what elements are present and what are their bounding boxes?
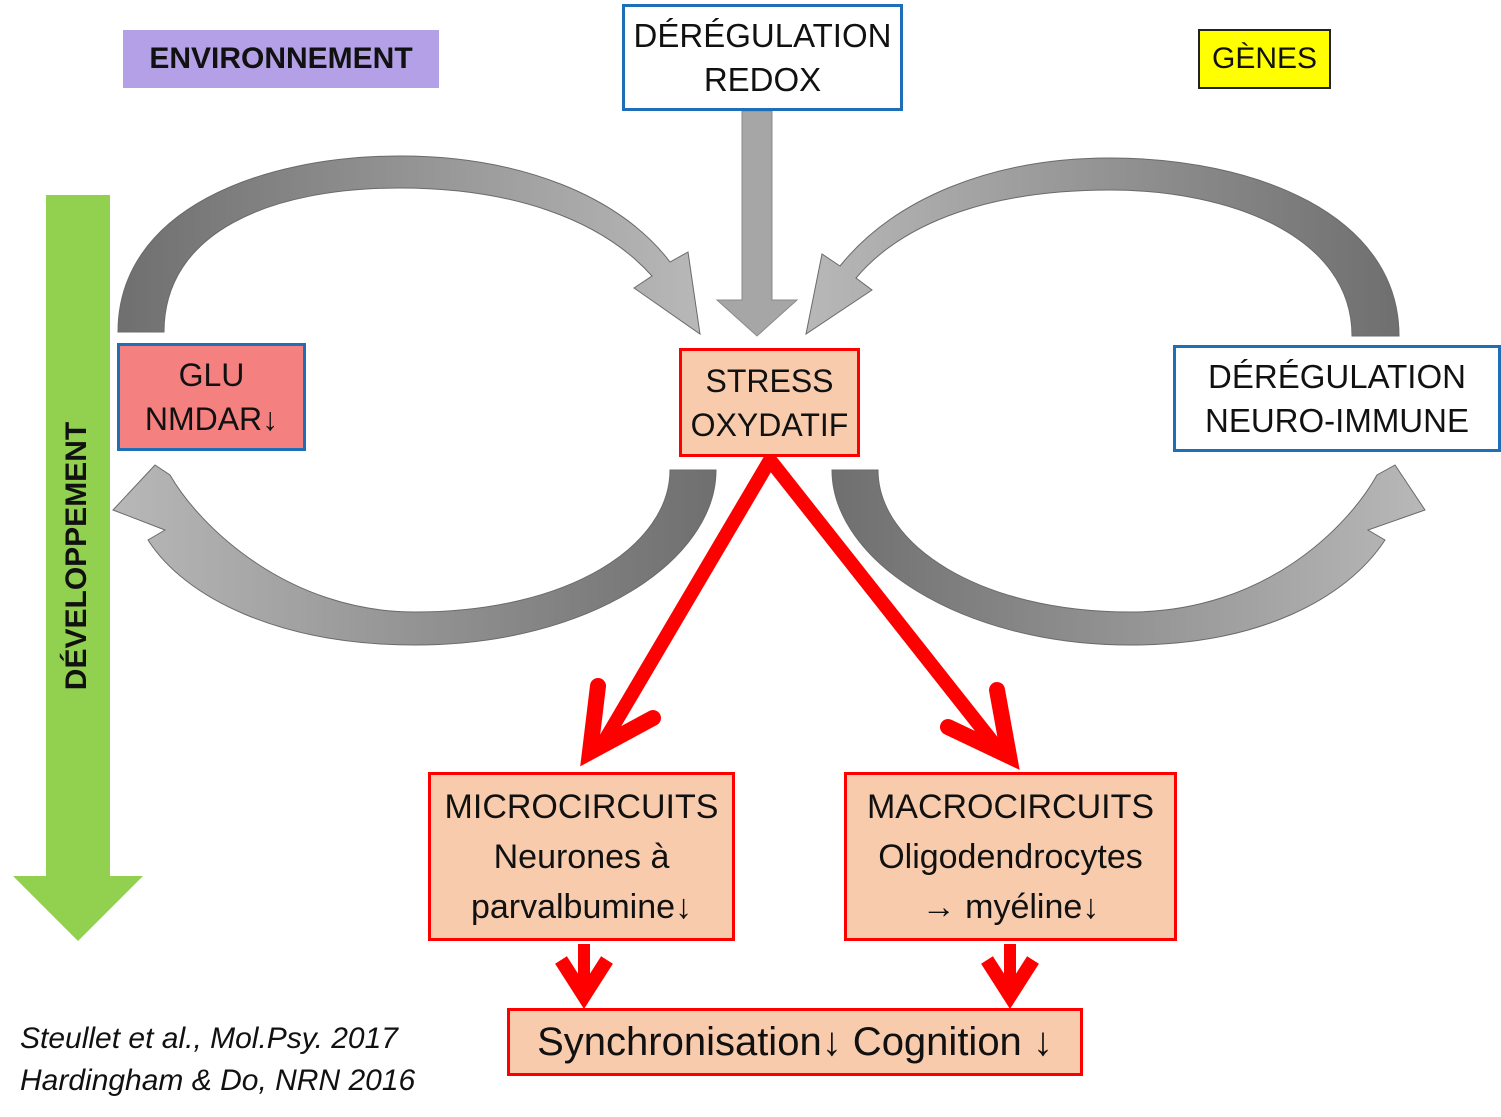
- synchro-text: Synchronisation↓ Cognition ↓: [537, 1019, 1053, 1064]
- glu-nmdar-box: GLU NMDAR↓: [117, 343, 306, 451]
- stress-to-micro-arrow-shaft: [598, 453, 777, 747]
- synchronisation-box: Synchronisation↓ Cognition ↓: [507, 1008, 1083, 1076]
- redox-to-stress-arrow: [715, 110, 799, 337]
- environnement-text: ENVIRONNEMENT: [149, 42, 413, 75]
- micro-line-2: Neurones à: [493, 837, 670, 876]
- macro-line-2: Oligodendrocytes: [878, 837, 1143, 876]
- neuro-immune-to-stress-arrow: [805, 157, 1400, 337]
- genes-label: GÈNES: [1198, 29, 1331, 89]
- micro-line-1: MICROCIRCUITS: [444, 787, 719, 826]
- stress-line-1: STRESS: [705, 362, 834, 399]
- stress-oxydatif-box: STRESS OXYDATIF: [679, 348, 860, 457]
- macro-to-synchro-arrowhead: [981, 956, 1039, 1010]
- stress-to-glu-arrow: [112, 464, 717, 646]
- references: Steullet et al., Mol.Psy. 2017 Hardingha…: [20, 1018, 415, 1102]
- reference-2: Hardingham & Do, NRN 2016: [20, 1064, 416, 1097]
- reference-1: Steullet et al., Mol.Psy. 2017: [20, 1022, 398, 1055]
- environnement-label: ENVIRONNEMENT: [123, 30, 439, 88]
- neuro-line-2: NEURO-IMMUNE: [1205, 401, 1469, 439]
- stress-to-neuro-immune-arrow: [831, 464, 1426, 646]
- developpement-label: DÉVELOPPEMENT: [60, 421, 93, 691]
- stress-to-micro-arrowhead: [580, 678, 661, 767]
- glu-to-stress-arrow: [117, 155, 701, 336]
- redox-line-2: REDOX: [703, 60, 822, 98]
- microcircuits-box: MICROCIRCUITS Neurones à parvalbumine↓: [428, 772, 735, 941]
- micro-to-synchro-arrowhead: [555, 956, 613, 1010]
- redox-line-1: DÉRÉGULATION: [633, 16, 892, 54]
- stress-line-2: OXYDATIF: [690, 406, 849, 443]
- glu-line-2: NMDAR↓: [144, 401, 279, 437]
- deregulation-neuro-immune-box: DÉRÉGULATION NEURO-IMMUNE: [1173, 345, 1501, 452]
- glu-line-1: GLU: [178, 357, 245, 393]
- macro-line-3: → myéline↓: [921, 887, 1100, 926]
- macrocircuits-box: MACROCIRCUITS Oligodendrocytes → myéline…: [844, 772, 1177, 941]
- stress-to-macro-arrow-shaft: [763, 453, 1002, 752]
- development-arrow: [13, 195, 143, 941]
- stress-to-macro-arrowhead: [940, 682, 1020, 770]
- deregulation-redox-box: DÉRÉGULATION REDOX: [622, 4, 903, 111]
- neuro-line-1: DÉRÉGULATION: [1208, 357, 1466, 395]
- micro-line-3: parvalbumine↓: [470, 887, 693, 926]
- genes-text: GÈNES: [1211, 42, 1318, 75]
- macro-line-1: MACROCIRCUITS: [866, 787, 1155, 826]
